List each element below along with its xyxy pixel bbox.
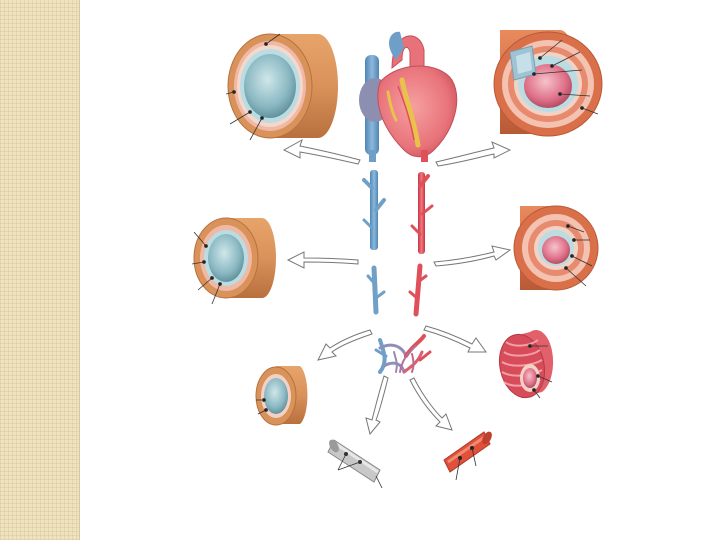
large-vein-cross-section <box>225 33 338 141</box>
arrow-to-medium-vein <box>286 251 359 269</box>
arrow-to-arterial-capillary <box>409 377 453 431</box>
artery-stub <box>421 150 428 162</box>
medium-artery-cross-section <box>513 205 599 291</box>
ventricles <box>377 65 458 158</box>
arteriole-lumen <box>523 368 537 388</box>
flow-arrows <box>282 138 512 436</box>
arrow-to-large-vein <box>282 138 361 165</box>
artery-lumen <box>524 64 572 108</box>
arrow-to-venous-capillary <box>365 375 389 436</box>
venule-cross-section <box>255 366 308 426</box>
venule-leader-lines <box>256 398 268 415</box>
medium-artery-lumen <box>542 236 570 264</box>
vein-branch-upper <box>362 170 386 250</box>
coronary-artery <box>397 85 415 141</box>
large-artery-cross-section <box>493 30 603 137</box>
vein-leader-lines <box>225 33 281 141</box>
pulmonary-trunk <box>388 31 404 60</box>
arteriole-cross-section <box>498 329 554 399</box>
artery-cutaway-inner <box>516 52 532 74</box>
arterial-capillary <box>443 431 492 481</box>
arteriole-leader-lines <box>528 344 553 399</box>
vein-branch-lower <box>366 265 386 315</box>
vein-stub <box>369 150 376 162</box>
arrow-to-medium-artery <box>433 245 512 267</box>
medium-artery-leader-lines <box>564 224 593 287</box>
coronary-fat-2 <box>386 90 398 122</box>
arrow-to-large-artery <box>435 141 512 167</box>
capillary-network <box>374 334 432 374</box>
medium-vein-lumen <box>208 234 244 282</box>
heart <box>359 31 458 162</box>
coronary-fat <box>399 77 421 148</box>
artery-branch-upper <box>410 172 434 254</box>
arrow-to-arteriole <box>423 325 487 353</box>
artery-leader-lines <box>532 39 599 115</box>
artery-branch-lower <box>408 263 428 317</box>
decorative-side-panel <box>0 0 80 540</box>
venous-capillary <box>327 439 383 489</box>
venule-lumen <box>264 378 288 414</box>
medium-vein-leader-lines <box>191 231 222 305</box>
vein-lumen <box>244 54 296 118</box>
medium-vein-cross-section <box>191 217 276 305</box>
arrow-to-venule <box>317 329 373 361</box>
